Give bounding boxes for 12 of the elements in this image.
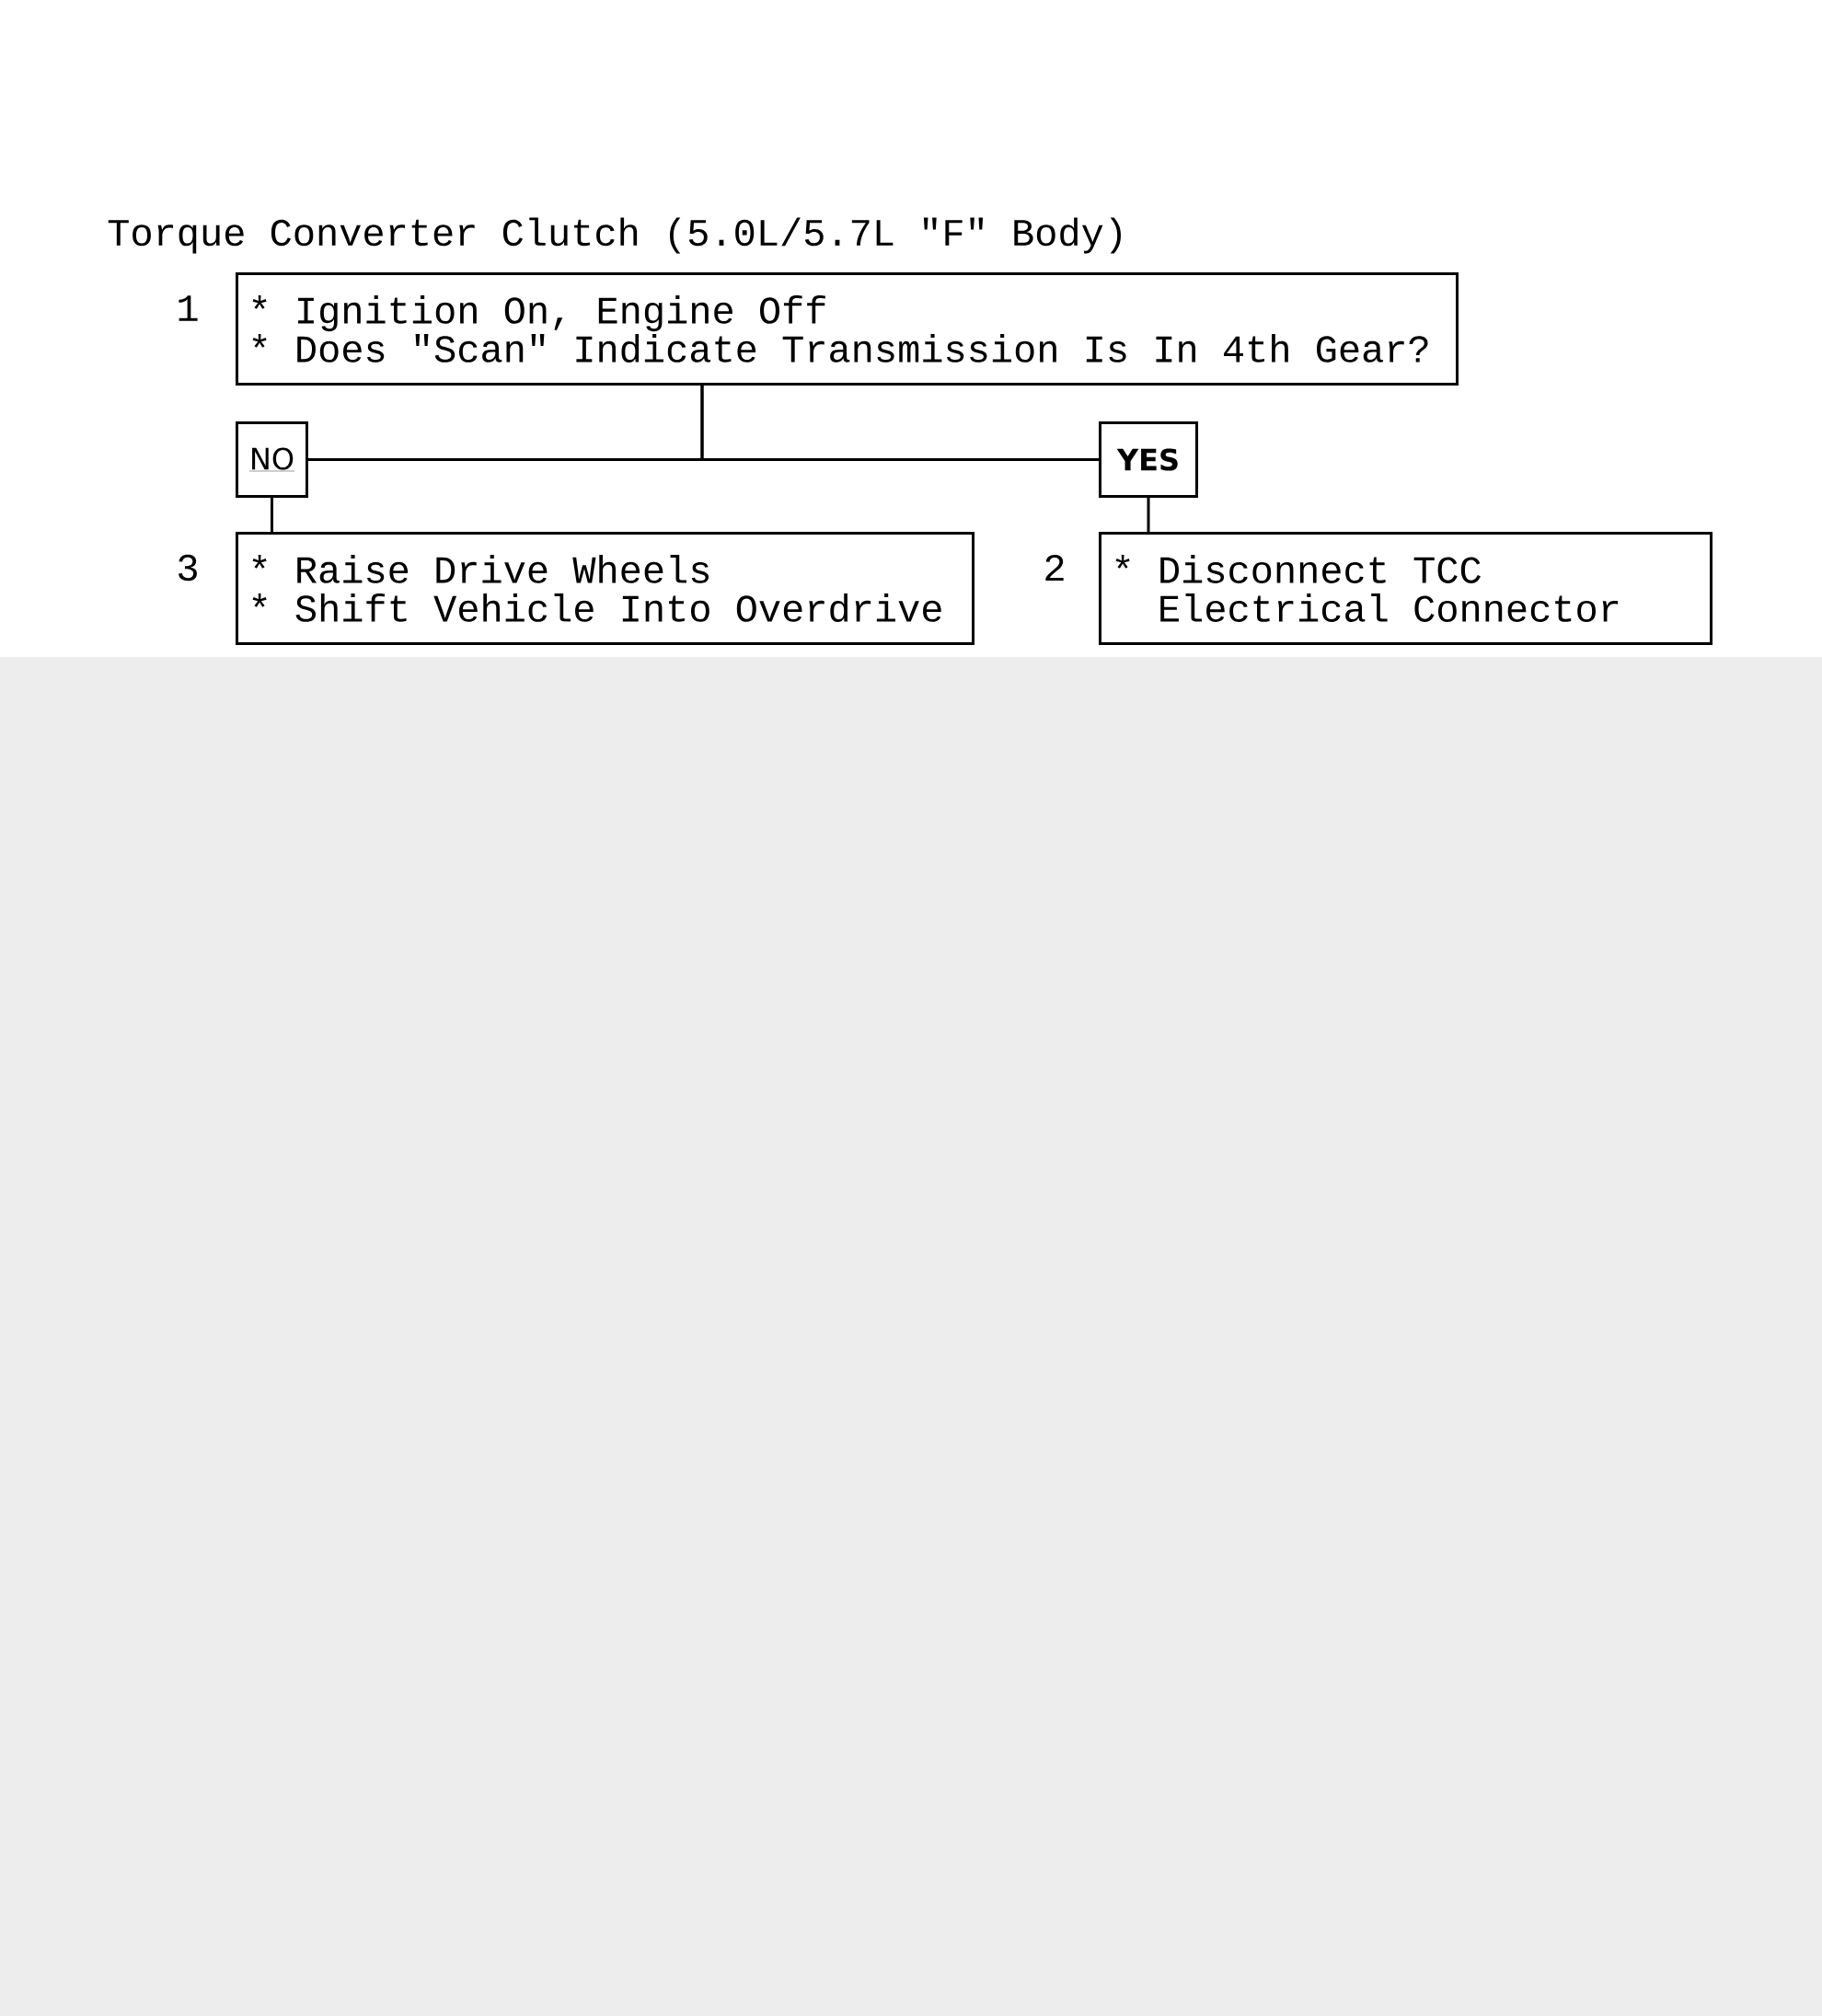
step-number: 2 [1045,554,1064,582]
step-box: * Disconnect TCC Electrical Connector [1099,532,1713,645]
step-box: * Raise Drive Wheels * Shift Vehicle Into Overdrive [236,532,974,645]
connector-line [271,498,273,532]
step-box: * Ignition On, Engine Off * Does "Scan" Indicate Transmission Is In 4th Gear? [236,272,1459,386]
branch-tag: YES [1099,421,1198,498]
step-number: 1 [179,295,198,321]
connector-line [1147,498,1150,532]
title: Torque Converter Clutch (5.0L/5.7L "F" Body) [108,217,1121,254]
connector-line [700,386,1099,461]
branch-tag: NO [236,421,308,498]
step-number: 3 [179,554,197,582]
